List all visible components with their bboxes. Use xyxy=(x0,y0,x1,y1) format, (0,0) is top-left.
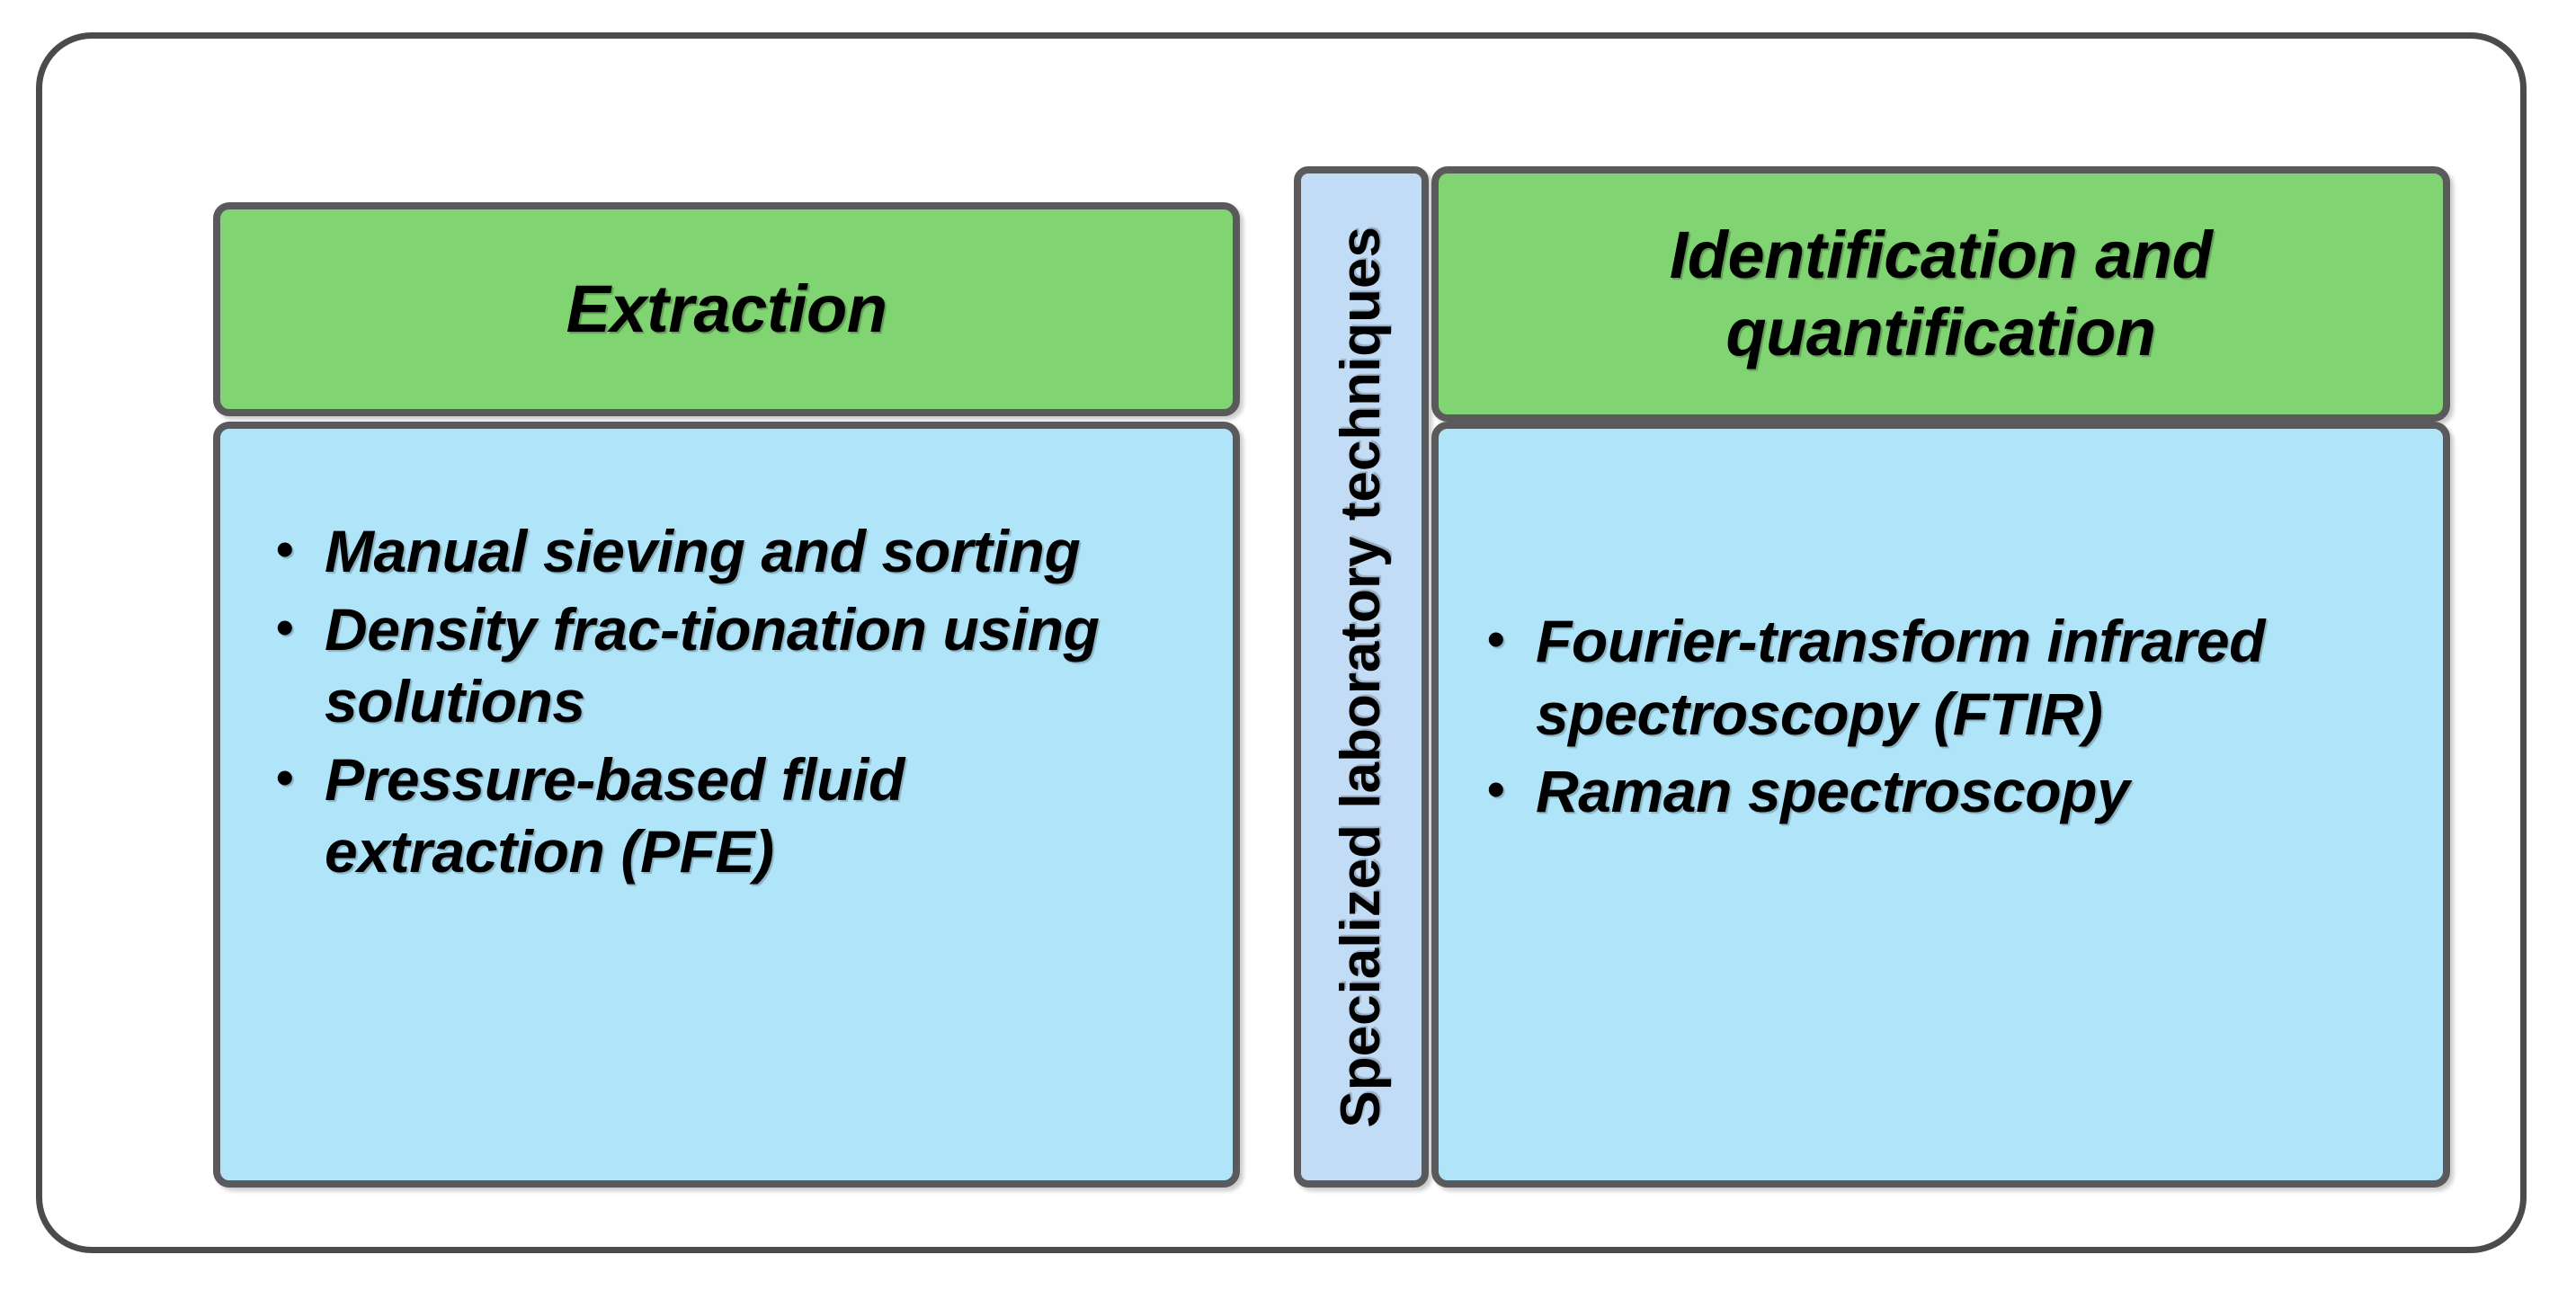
identification-header-label: Identification and quantification xyxy=(1669,218,2213,369)
list-item: Raman spectroscopy xyxy=(1482,755,2407,828)
extraction-header-label: Extraction xyxy=(566,271,887,347)
identification-header-box[interactable]: Identification and quantification xyxy=(1431,166,2450,422)
strip-text-wrapper: Specialized laboratory techniques xyxy=(1301,173,1422,1180)
list-item: Fourier-transform infrared spectroscopy … xyxy=(1482,605,2407,750)
extraction-bullet-list: Manual sieving and sorting Density frac-… xyxy=(220,515,1233,894)
specialized-laboratory-techniques-strip[interactable]: Specialized laboratory techniques xyxy=(1294,166,1429,1188)
extraction-body-box[interactable]: Manual sieving and sorting Density frac-… xyxy=(213,422,1240,1188)
identification-body-box[interactable]: Fourier-transform infrared spectroscopy … xyxy=(1431,422,2450,1188)
extraction-header-box[interactable]: Extraction xyxy=(213,202,1240,416)
vertical-label-text: Specialized laboratory techniques xyxy=(1330,226,1392,1128)
list-item: Manual sieving and sorting xyxy=(271,515,1197,588)
list-item: Pressure-based fluid extraction (PFE) xyxy=(271,743,1197,888)
outer-frame-border: Extraction Manual sieving and sorting De… xyxy=(36,32,2527,1253)
identification-bullet-list: Fourier-transform infrared spectroscopy … xyxy=(1439,605,2443,833)
list-item: Density frac-tionation using solutions xyxy=(271,593,1197,738)
